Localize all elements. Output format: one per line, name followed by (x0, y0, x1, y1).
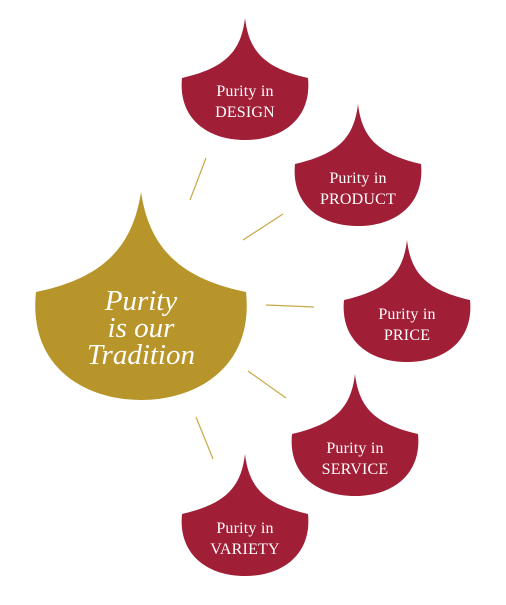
connector-price (265, 304, 315, 308)
connector-lines (189, 157, 315, 460)
petal-service-shape (291, 374, 419, 496)
petal-price-shape (343, 240, 471, 362)
petal-product-shape (294, 104, 422, 226)
connector-design (189, 157, 207, 201)
connector-variety (195, 416, 214, 460)
connector-product (242, 213, 284, 241)
petal-variety-shape (181, 454, 309, 576)
tradition-dome-shape (35, 192, 247, 400)
connector-service (247, 370, 287, 399)
petal-design-shape (181, 18, 309, 140)
